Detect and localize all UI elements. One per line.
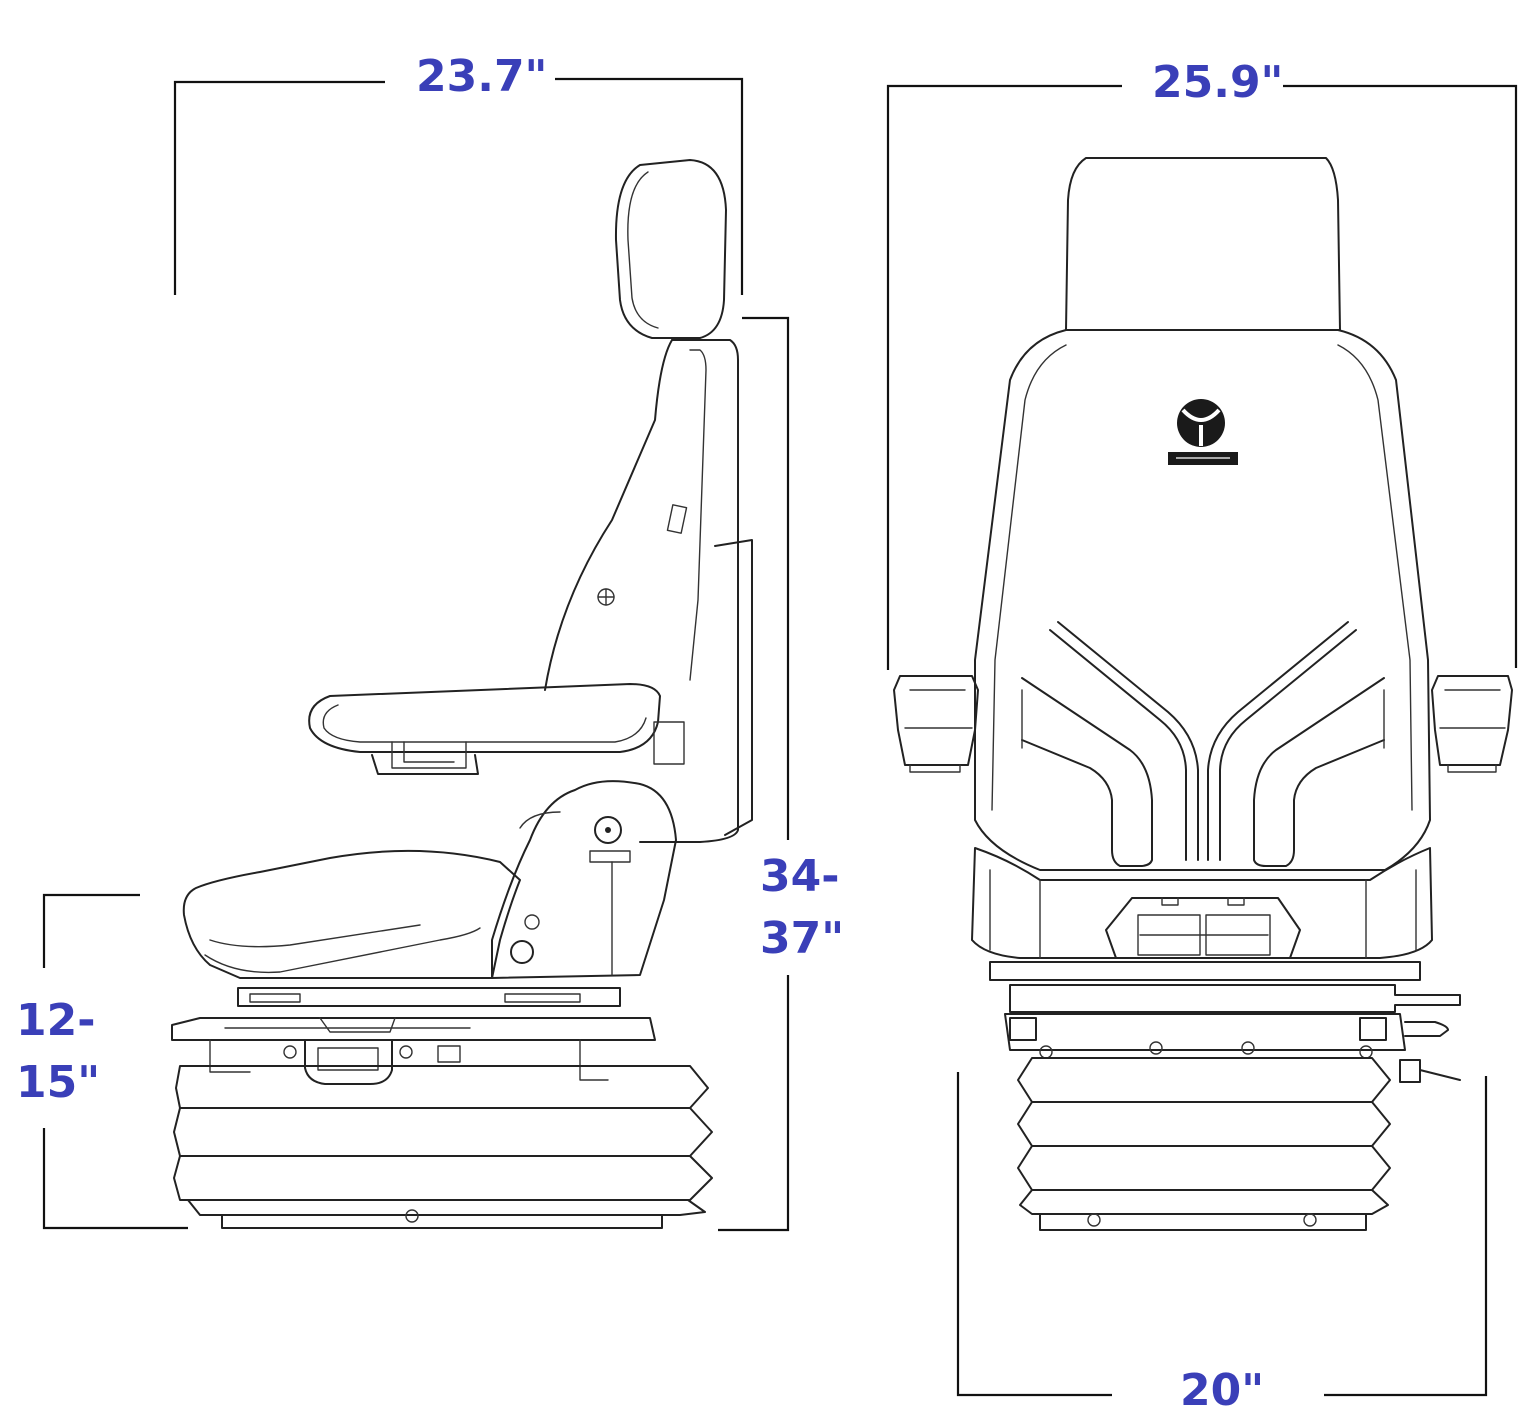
front-backrest-ribs xyxy=(1021,621,1385,867)
overall-height-line1: 34- xyxy=(760,851,840,902)
front-backrest xyxy=(974,329,1431,871)
overall-height-label: 34- 37" xyxy=(760,846,844,970)
side-width-label: 23.7" xyxy=(416,46,548,108)
side-headrest xyxy=(614,159,727,339)
side-bellows xyxy=(173,1065,713,1229)
side-width-bracket xyxy=(173,77,744,295)
front-center-control xyxy=(1105,897,1301,959)
brand-logo-icon xyxy=(1168,399,1238,465)
seat-height-bracket xyxy=(42,893,188,1230)
side-backrest xyxy=(639,339,739,843)
side-armrest xyxy=(308,683,661,753)
seat-height-label: 12- 15" xyxy=(16,990,100,1114)
front-bellows xyxy=(1017,1057,1391,1231)
seat-height-line2: 15" xyxy=(16,1057,101,1108)
base-width-label: 20" xyxy=(1180,1360,1265,1422)
front-armrest-left xyxy=(893,675,979,766)
base-width-bracket xyxy=(956,1072,1488,1397)
front-width-bracket xyxy=(886,84,1518,670)
side-control-box xyxy=(304,1039,393,1085)
front-slide-rail xyxy=(989,961,1421,981)
side-view-seat xyxy=(171,159,753,1229)
front-headrest xyxy=(1065,157,1341,331)
overall-height-bracket xyxy=(718,316,790,1232)
front-armrest-right xyxy=(1431,675,1513,766)
dimension-lines xyxy=(42,77,1518,1397)
front-view-seat xyxy=(893,157,1513,1231)
seat-height-line1: 12- xyxy=(16,995,96,1046)
front-width-label: 25.9" xyxy=(1152,52,1284,114)
front-seat-cushion xyxy=(971,847,1433,959)
side-slide-rail xyxy=(237,987,621,1007)
overall-height-line2: 37" xyxy=(760,913,845,964)
side-seat-cushion xyxy=(182,849,521,979)
